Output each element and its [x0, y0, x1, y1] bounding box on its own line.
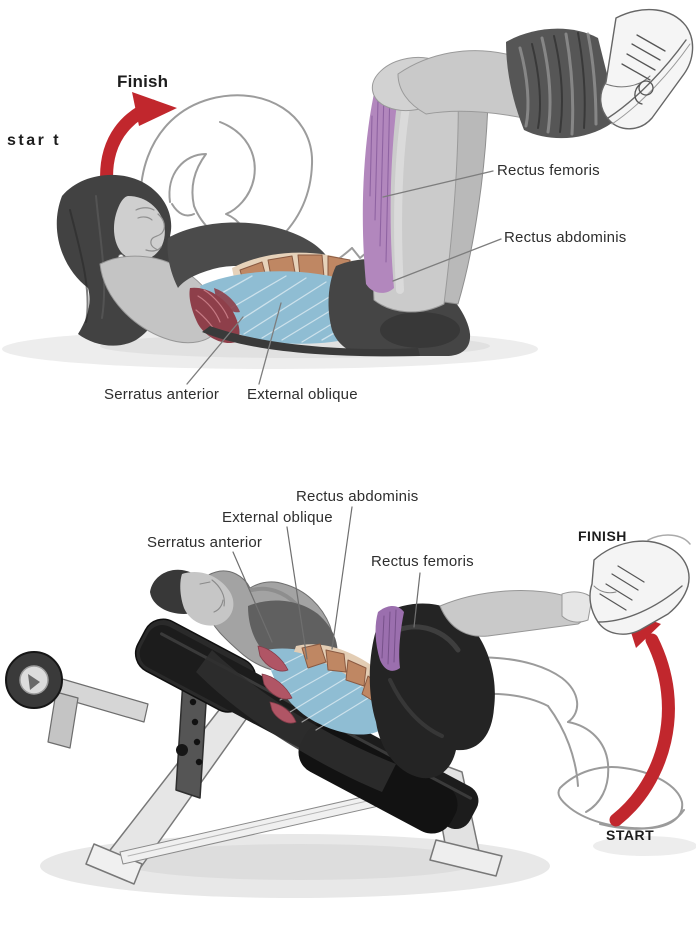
laces	[599, 565, 645, 611]
sneaker-bottom	[589, 534, 691, 635]
face	[113, 196, 165, 260]
adjustment-holes	[189, 698, 203, 766]
bottom-illustration-decline-crunch	[5, 506, 696, 898]
sock	[561, 591, 593, 623]
sneaker-top	[600, 8, 694, 130]
top-illustration-floor-crunch	[2, 8, 694, 385]
roller-pad	[5, 651, 63, 709]
label-serratus-anterior-bottom: Serratus anterior	[147, 534, 263, 551]
rectus-femoris-muscle-top	[362, 80, 400, 293]
serratus-anterior-muscle-top	[189, 287, 240, 344]
start-label-bottom: START	[606, 827, 655, 843]
label-rectus-abdominis-top: Rectus abdominis	[504, 229, 627, 246]
face-features	[135, 207, 165, 252]
rectus-femoris-muscle-bottom	[375, 606, 404, 671]
external-oblique-muscle-bottom	[266, 648, 388, 735]
start-label-top: star t	[7, 132, 62, 149]
label-external-oblique-bottom: External oblique	[222, 509, 333, 526]
frame-right-foot	[429, 839, 503, 877]
laces	[621, 34, 666, 81]
label-serratus-anterior-top: Serratus anterior	[104, 386, 220, 403]
leader-lines-bottom	[232, 506, 421, 660]
leg-warmer	[506, 28, 618, 139]
man-face	[180, 572, 234, 626]
label-rectus-femoris-bottom: Rectus femoris	[371, 553, 474, 570]
label-external-oblique-top: External oblique	[247, 386, 358, 403]
man-figure	[150, 534, 691, 792]
finish-label-top: Finish	[117, 72, 169, 91]
label-rectus-femoris-top: Rectus femoris	[497, 162, 600, 179]
woman-figure	[56, 8, 694, 357]
leader-lines-top	[186, 170, 502, 385]
adjustment-knob	[176, 744, 188, 756]
finish-label-bottom: FINISH	[578, 528, 627, 544]
motion-arrow-bottom	[609, 610, 675, 827]
serratus-anterior-muscle-bottom	[257, 645, 297, 724]
shorts-thigh	[369, 603, 495, 779]
label-rectus-abdominis-bottom: Rectus abdominis	[296, 488, 419, 505]
man-face-features	[199, 579, 225, 613]
